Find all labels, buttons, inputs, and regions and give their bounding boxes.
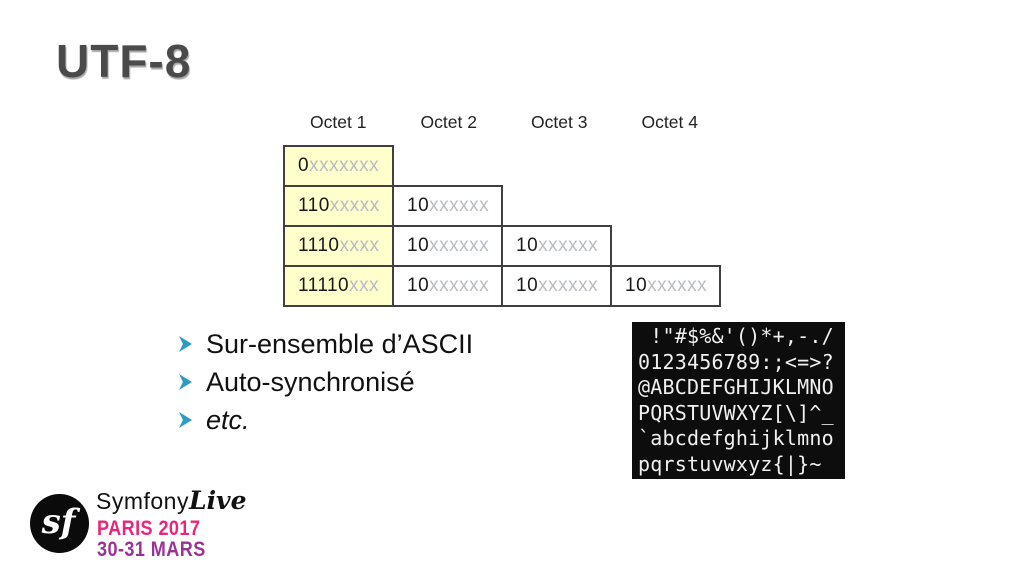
- ascii-line: `abcdefghijklmno: [638, 426, 834, 450]
- bit-payload: xxxxxx: [429, 195, 490, 216]
- list-item: Auto-synchronisé: [179, 363, 473, 401]
- column-header-octet4: Octet 4: [641, 112, 698, 132]
- event-city-year: PARIS 2017: [97, 517, 201, 540]
- ascii-character-chart: !"#$%&'()*+,-./ 0123456789:;<=>? @ABCDEF…: [632, 322, 845, 479]
- bit-payload: xxxxxx: [647, 275, 708, 296]
- bit-payload: xxx: [349, 275, 380, 296]
- bit-prefix: 0: [298, 155, 310, 176]
- bit-prefix: 10: [407, 195, 430, 216]
- ascii-line: 0123456789:;<=>?: [638, 349, 834, 374]
- sf-monogram: sf: [41, 501, 76, 542]
- column-header-octet2: Octet 2: [420, 112, 477, 132]
- column-header-octet1: Octet 1: [310, 112, 367, 132]
- ascii-line: @ABCDEFGHIJKLMNO: [638, 375, 834, 399]
- column-header-octet3: Octet 3: [531, 112, 588, 132]
- bit-prefix: 10: [407, 235, 430, 256]
- brand-name-script: Live: [188, 486, 247, 515]
- bullet-text: etc.: [206, 404, 250, 435]
- event-dates: 30-31 MARS: [97, 538, 206, 561]
- bit-prefix: 10: [516, 235, 539, 256]
- bit-prefix: 10: [625, 275, 648, 296]
- list-item: Sur-ensemble d’ASCII: [179, 325, 473, 363]
- bit-prefix: 1110: [298, 235, 340, 256]
- symfony-sf-icon: sf: [30, 494, 89, 553]
- bullet-text: Sur-ensemble d’ASCII: [206, 328, 474, 359]
- bit-prefix: 10: [516, 275, 539, 296]
- bit-payload: xxxx: [339, 235, 380, 256]
- ascii-line: pqrstuvwxyz{|}~: [638, 451, 822, 476]
- octet-column-headers: Octet 1 Octet 2 Octet 3 Octet 4: [283, 112, 725, 133]
- bullet-arrow-icon: [179, 374, 192, 390]
- brand-line: SymfonyLive: [96, 486, 247, 515]
- bullet-list: Sur-ensemble d’ASCII Auto-synchronisé et…: [179, 325, 473, 439]
- bit-payload: xxxxxxx: [309, 155, 380, 176]
- list-item: etc.: [179, 401, 473, 439]
- bit-payload: xxxxx: [329, 195, 380, 216]
- bullet-text: Auto-synchronisé: [206, 366, 415, 397]
- bit-prefix: 10: [407, 275, 430, 296]
- bit-payload: xxxxxx: [429, 275, 490, 296]
- bit-prefix: 110: [298, 195, 330, 216]
- slide-title: UTF-8: [56, 35, 192, 87]
- bit-prefix: 11110: [298, 275, 350, 296]
- bullet-arrow-icon: [179, 412, 192, 428]
- bit-payload: xxxxxx: [538, 235, 599, 256]
- ascii-line: PQRSTUVWXYZ[\]^_: [638, 400, 834, 425]
- ascii-line: !"#$%&'()*+,-./: [638, 324, 834, 348]
- brand-name: Symfony: [96, 488, 189, 514]
- bit-payload: xxxxxx: [429, 235, 490, 256]
- bit-payload: xxxxxx: [538, 275, 599, 296]
- bullet-arrow-icon: [179, 336, 192, 352]
